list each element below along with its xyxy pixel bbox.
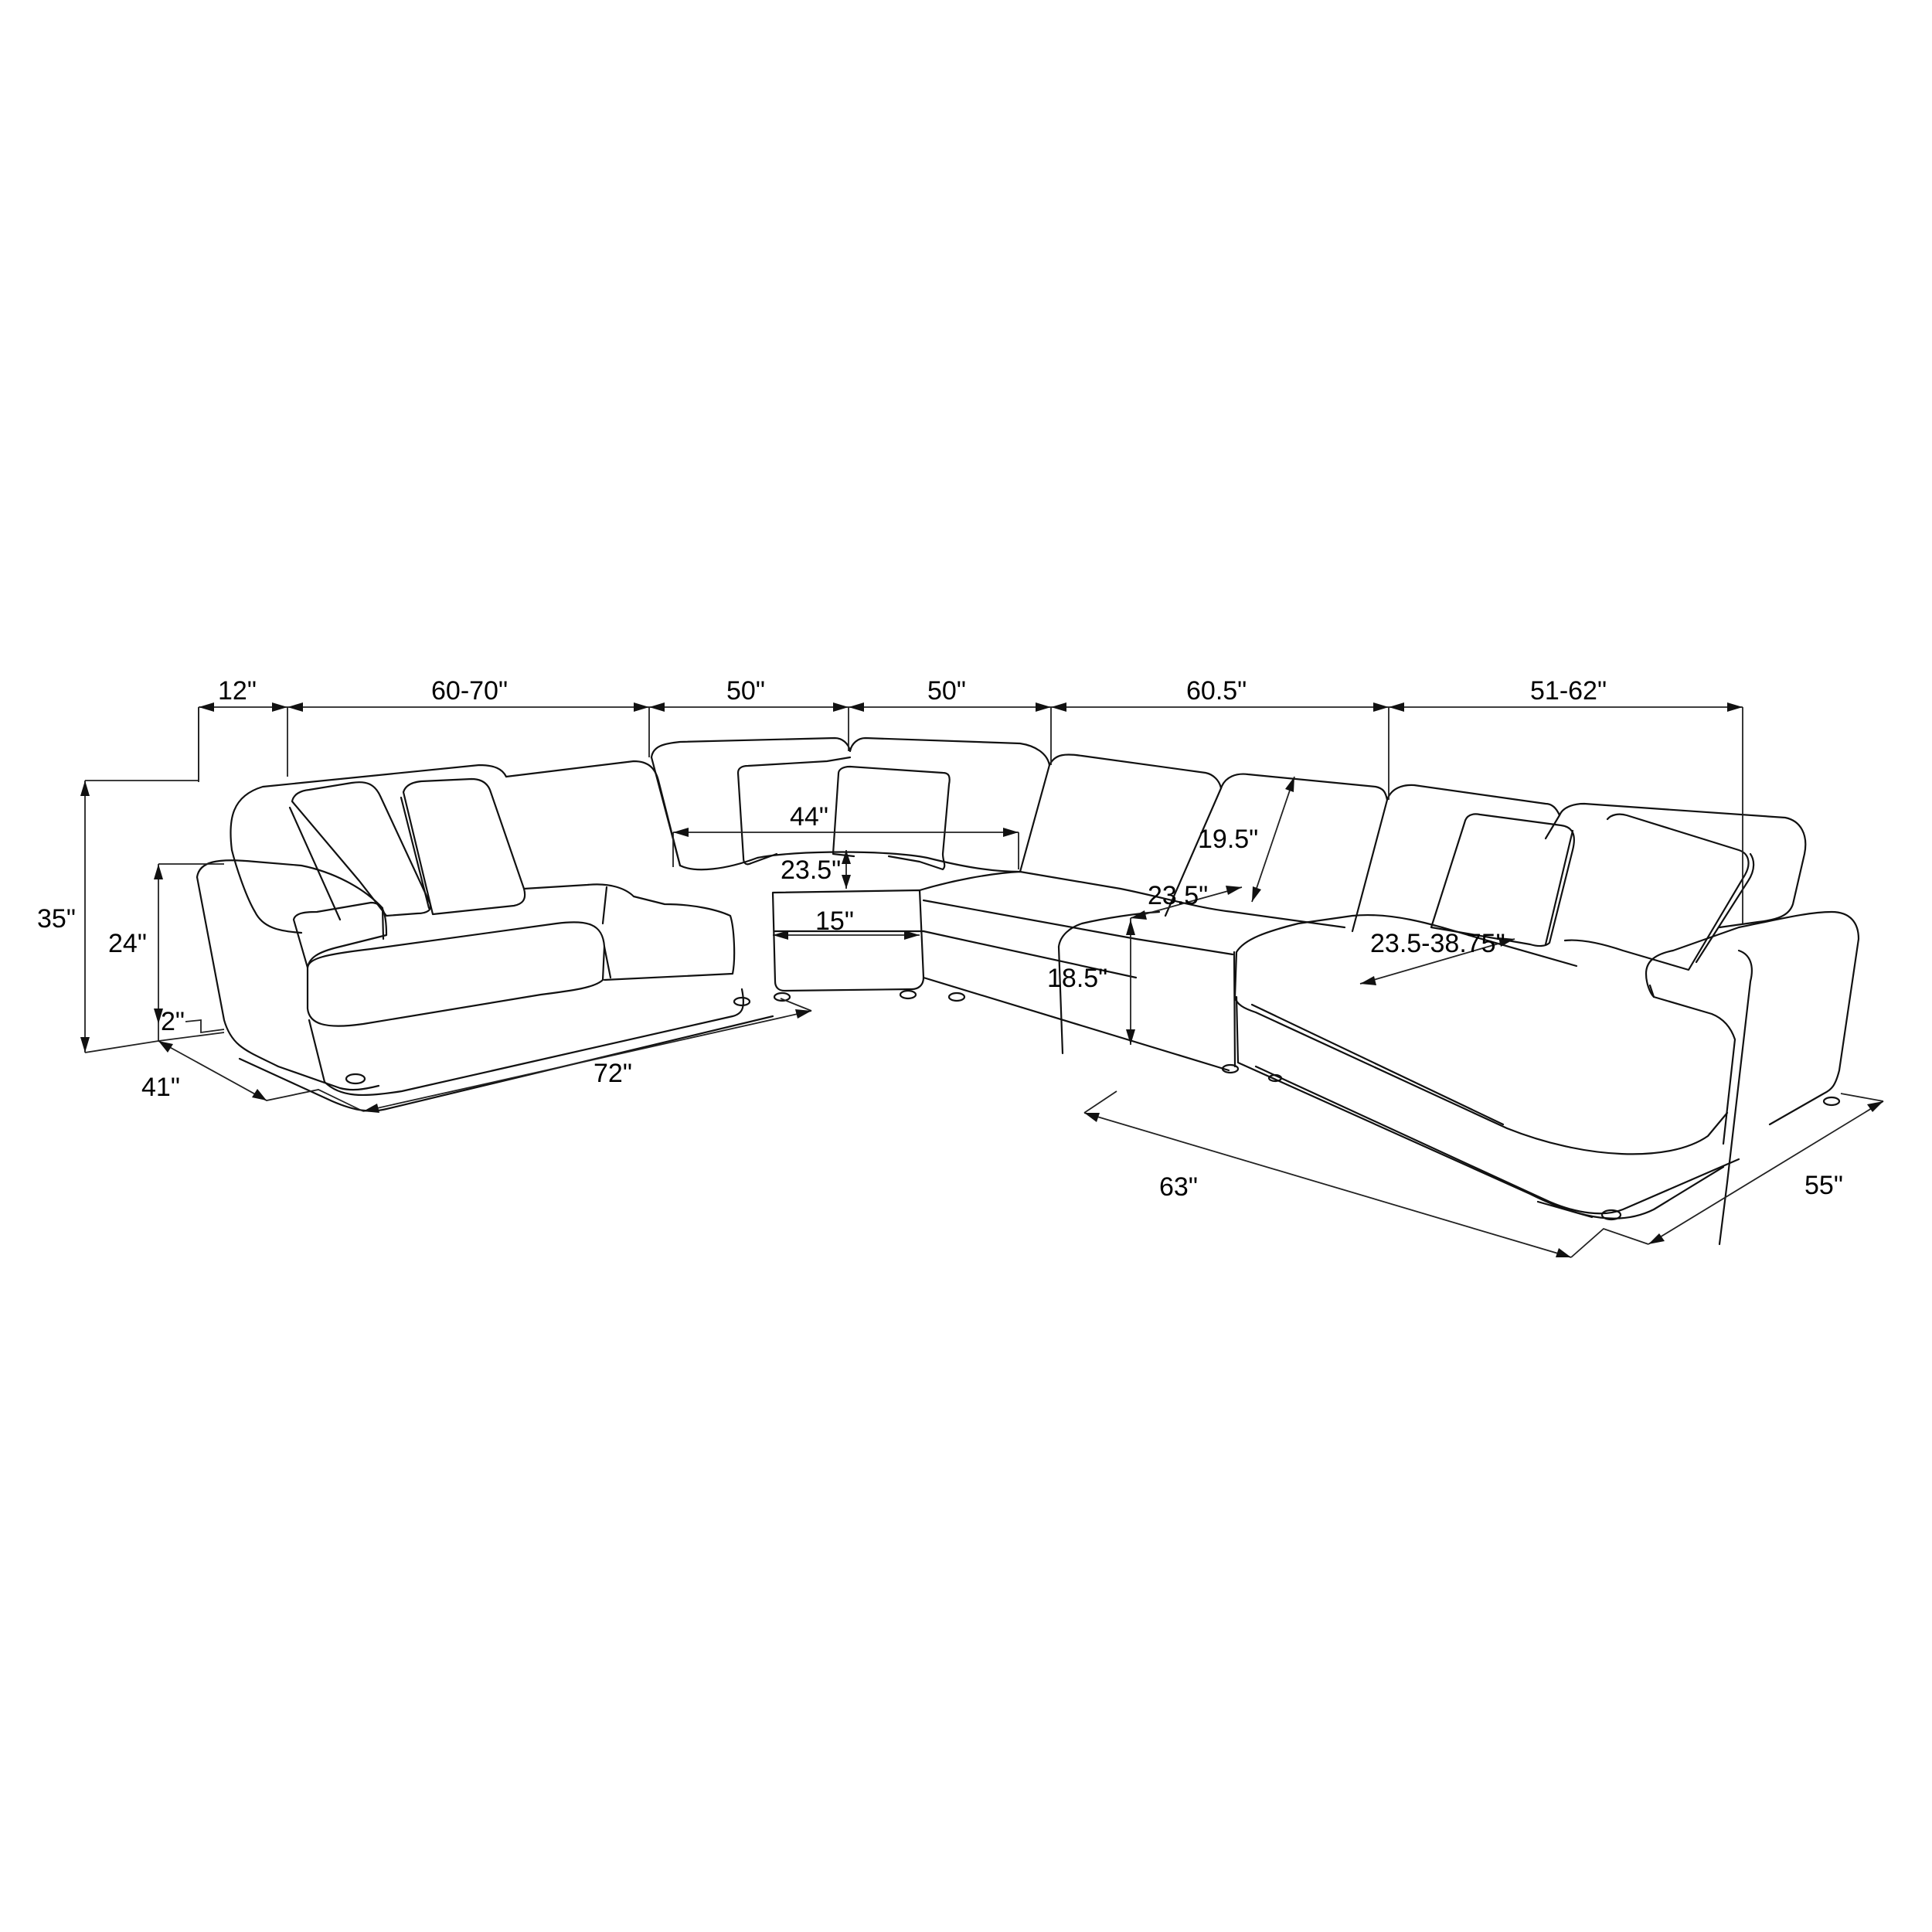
- label-chaise-depth: 55": [1804, 1171, 1843, 1200]
- label-chaise-seat-depth: 23.5-38.75": [1370, 929, 1505, 958]
- dimension-lines: [80, 702, 1884, 1258]
- label-chaise-width: 51-62": [1530, 676, 1607, 706]
- label-wedge-right-width: 50": [927, 676, 966, 706]
- label-arm-height: 24": [108, 929, 147, 958]
- label-wedge-seat-depth: 23.5": [781, 855, 841, 885]
- label-wedge-back-width: 44": [790, 802, 828, 832]
- label-back-height: 19.5": [1198, 825, 1258, 854]
- label-wedge-front-width: 15": [815, 906, 854, 936]
- label-leg-height: 2": [161, 1007, 185, 1036]
- label-overall-height: 35": [37, 904, 76, 934]
- sofa-outline: [196, 736, 1860, 1246]
- label-chaise-length: 63": [1159, 1172, 1198, 1202]
- label-left-length: 72": [594, 1059, 632, 1088]
- label-seat-depth: 23.5": [1148, 881, 1208, 910]
- label-armrest-width: 12": [218, 676, 257, 706]
- label-left-loveseat-width: 60-70": [431, 676, 508, 706]
- dimension-labels: 12" 60-70" 50" 50" 60.5" 51-62" 35" 24" …: [37, 676, 1843, 1202]
- label-left-depth: 41": [141, 1073, 180, 1102]
- label-wedge-left-width: 50": [726, 676, 765, 706]
- label-seat-height: 18.5": [1047, 964, 1107, 993]
- label-armless-width: 60.5": [1186, 676, 1247, 706]
